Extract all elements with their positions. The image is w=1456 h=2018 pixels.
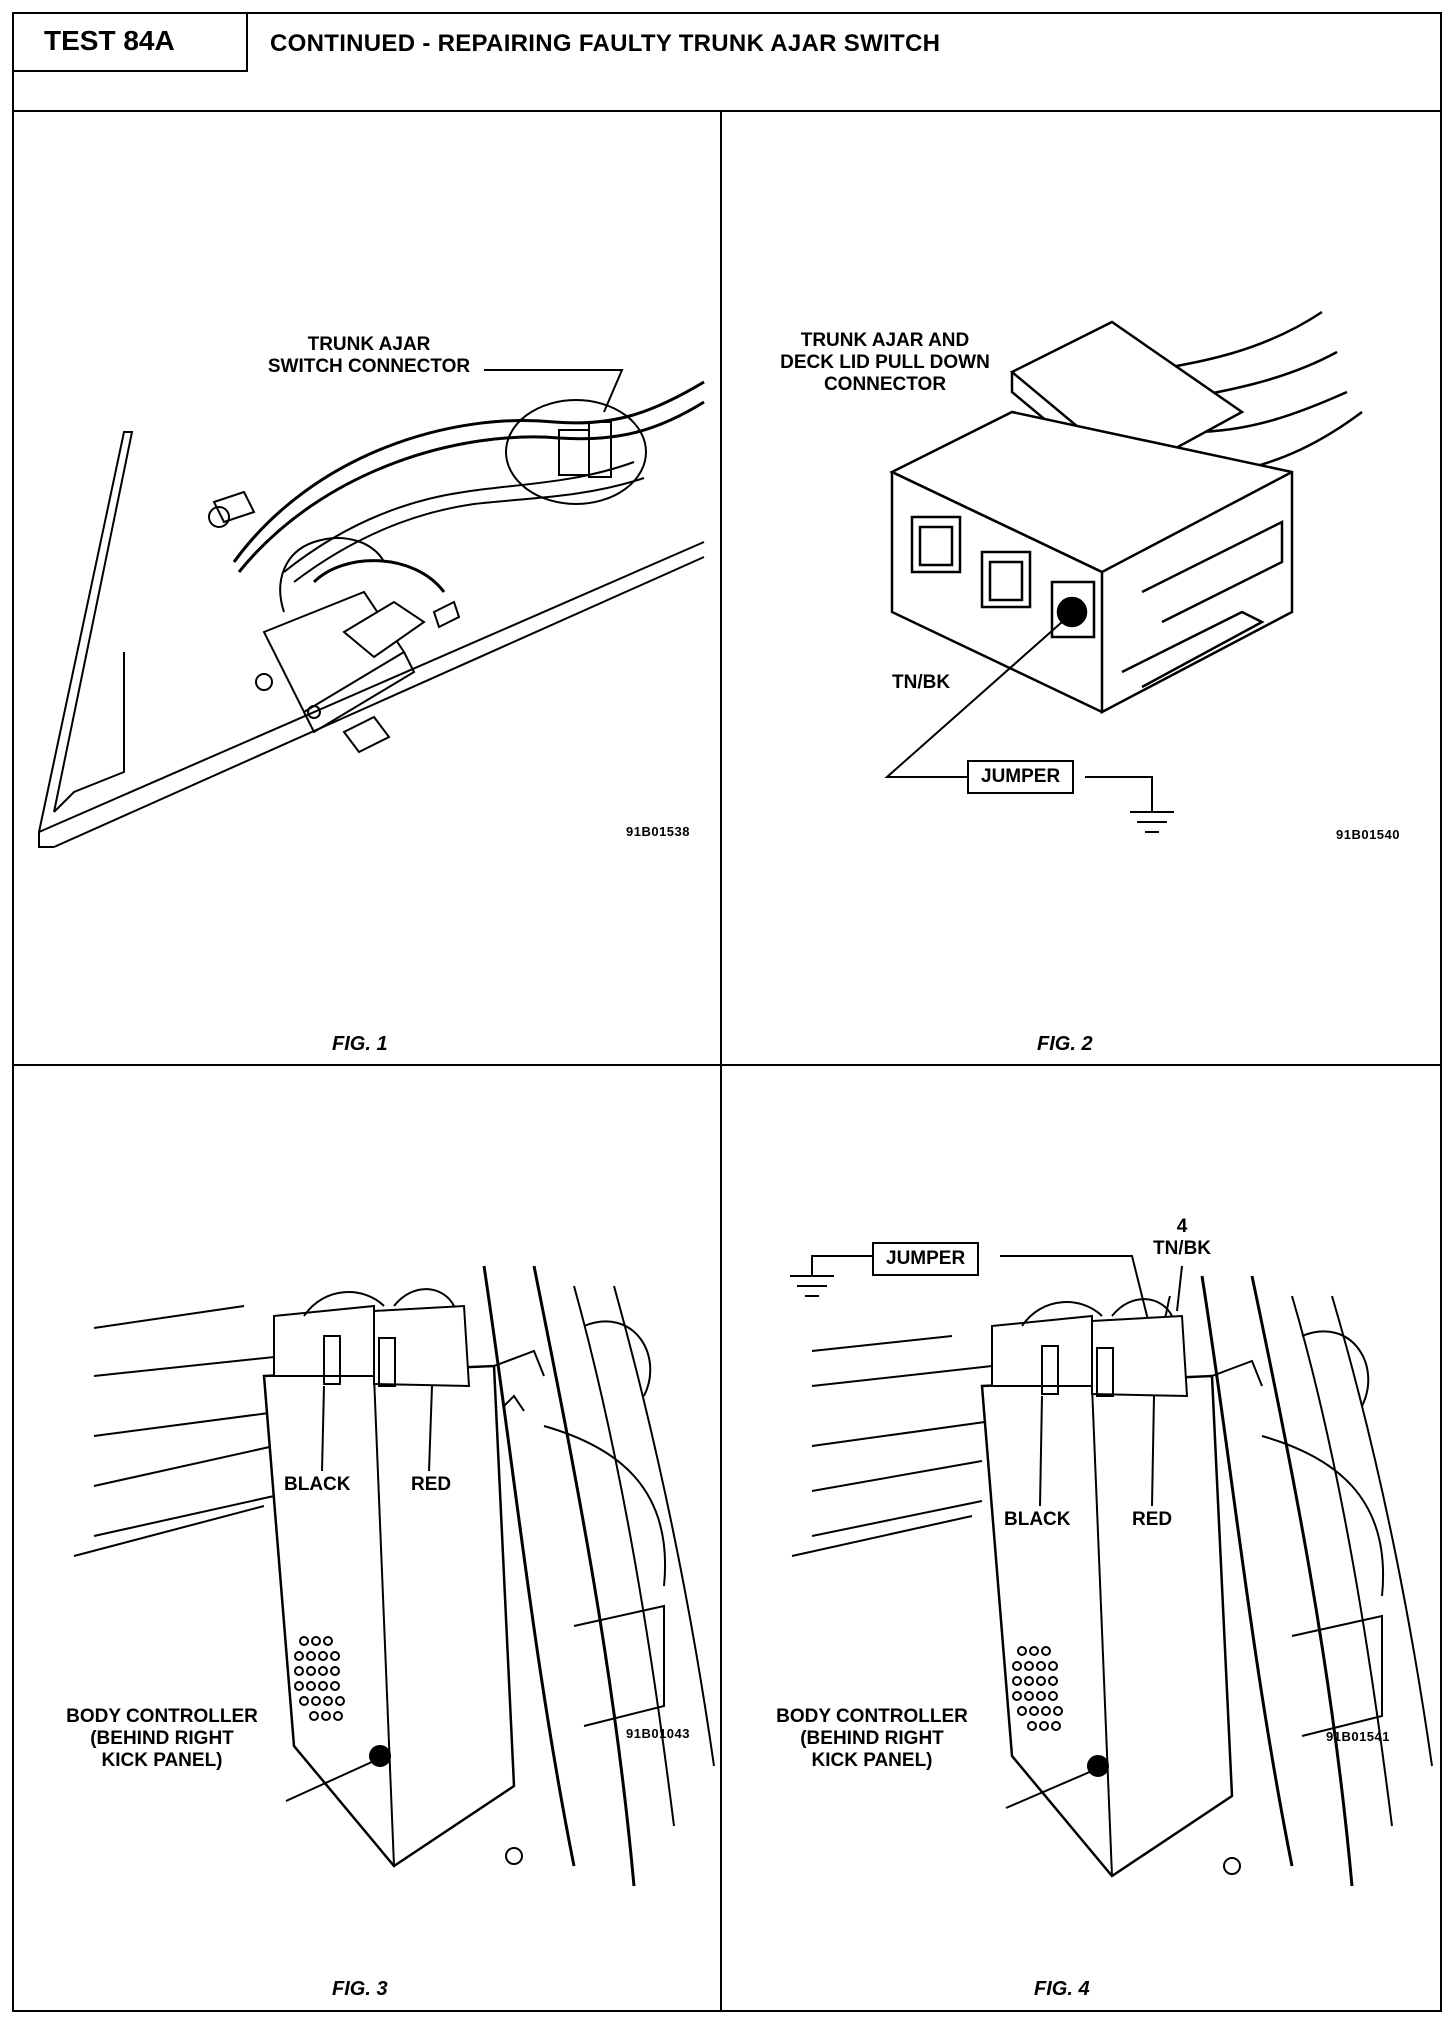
horizontal-divider <box>12 1064 1442 1066</box>
page-frame <box>12 12 1442 2012</box>
callout-trunk-ajar-deck-lid-connector: TRUNK AJAR AND DECK LID PULL DOWN CONNEC… <box>780 330 990 395</box>
body-controller-jumper-illustration <box>790 1255 1433 1887</box>
figure-code: 91B01043 <box>626 1726 690 1741</box>
jumper-label: JUMPER <box>967 760 1075 794</box>
figure-4: JUMPER 4 TN/BK BLACK RED BODY CONTROLLER… <box>722 1066 1442 2012</box>
test-number: TEST 84A <box>12 12 248 72</box>
callout-wire-color: TN/BK <box>892 672 951 693</box>
leader-line <box>484 369 624 413</box>
figure-code: 91B01541 <box>1326 1729 1390 1744</box>
figure-3: BLACK RED BODY CONTROLLER (BEHIND RIGHT … <box>14 1066 720 2012</box>
figure-code: 91B01540 <box>1336 827 1400 842</box>
figure-caption: FIG. 2 <box>1037 1033 1093 1055</box>
header-divider <box>12 110 1442 112</box>
callout-trunk-ajar-switch-connector: TRUNK AJAR SWITCH CONNECTOR <box>267 334 471 377</box>
figure-code: 91B01538 <box>626 824 690 839</box>
page-title: CONTINUED - REPAIRING FAULTY TRUNK AJAR … <box>270 30 941 57</box>
callout-black: BLACK <box>284 1474 351 1495</box>
figure-caption: FIG. 3 <box>332 1978 388 2000</box>
vent-holes <box>1012 1646 1063 1731</box>
figure-1: TRUNK AJAR SWITCH CONNECTOR 91B01538 FIG… <box>14 112 720 1064</box>
callout-body-controller: BODY CONTROLLER (BEHIND RIGHT KICK PANEL… <box>776 1706 968 1771</box>
callout-black: BLACK <box>1004 1509 1071 1530</box>
vent-holes <box>294 1636 345 1721</box>
figure-caption: FIG. 1 <box>332 1033 388 1055</box>
body-controller-illustration <box>73 1265 715 1887</box>
figure-caption: FIG. 4 <box>1034 1978 1090 2000</box>
callout-pin-wire: 4 TN/BK <box>1152 1216 1212 1259</box>
vertical-divider <box>720 110 722 2012</box>
callout-body-controller: BODY CONTROLLER (BEHIND RIGHT KICK PANEL… <box>66 1706 258 1771</box>
figure-2: TRUNK AJAR AND DECK LID PULL DOWN CONNEC… <box>722 112 1442 1064</box>
jumper-label: JUMPER <box>872 1242 980 1276</box>
page-header: TEST 84A CONTINUED - REPAIRING FAULTY TR… <box>12 12 1442 112</box>
trunk-switch-illustration <box>38 380 705 848</box>
callout-red: RED <box>1132 1509 1173 1530</box>
callout-red: RED <box>411 1474 452 1495</box>
connector-illustration <box>884 310 1363 833</box>
